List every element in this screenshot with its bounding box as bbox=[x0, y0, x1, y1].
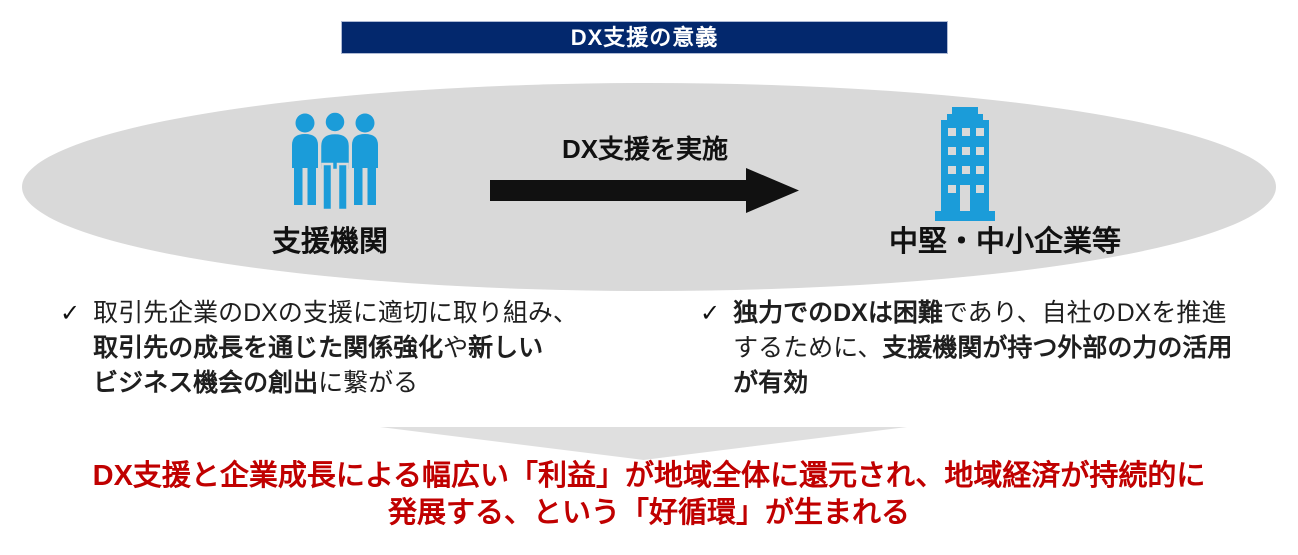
bullet-line: するために、支援機関が持つ外部の力の活用 bbox=[733, 331, 1232, 366]
conclusion-text: DX支援と企業成長による幅広い「利益」が地域全体に還元され、地域経済が持続的に … bbox=[0, 458, 1298, 532]
bullet-line: ビジネス機会の創出に繋がる bbox=[93, 366, 578, 401]
text-segment: するために、 bbox=[733, 334, 883, 362]
bullet-text: 独力でのDXは困難であり、自社のDXを推進 するために、支援機関が持つ外部の力の… bbox=[733, 296, 1232, 401]
left-bullet: ✓ 取引先企業のDXの支援に適切に取り組み、 取引先の成長を通じた関係強化や新し… bbox=[60, 296, 578, 401]
text-segment: 取引先の成長を通じた関係強化 bbox=[93, 334, 444, 362]
right-bullet: ✓ 独力でのDXは困難であり、自社のDXを推進 するために、支援機関が持つ外部の… bbox=[700, 296, 1232, 401]
bullet-line: が有効 bbox=[733, 366, 1232, 401]
text-segment: 独力でのDXは困難 bbox=[733, 299, 943, 327]
text-segment: 新しい bbox=[468, 334, 544, 362]
left-actor-label: 支援機関 bbox=[271, 226, 388, 258]
text-segment: 取引先企業のDXの支援に適切に取り組み、 bbox=[93, 299, 578, 327]
building-icon bbox=[928, 107, 1002, 226]
check-icon: ✓ bbox=[700, 300, 721, 327]
bullet-line: 取引先の成長を通じた関係強化や新しい bbox=[93, 331, 578, 366]
text-segment: ビジネス機会の創出 bbox=[93, 369, 319, 397]
banner-title: DX支援の意義 bbox=[341, 21, 948, 54]
flow-arrow-label: DX支援を実施 bbox=[561, 134, 729, 164]
check-icon: ✓ bbox=[60, 300, 81, 327]
text-segment: 支援機関が持つ外部の力の活用 bbox=[882, 334, 1233, 362]
text-segment: であり、自社のDXを推進 bbox=[942, 299, 1227, 327]
text-segment: や bbox=[443, 334, 469, 362]
conclusion-line-1: DX支援と企業成長による幅広い「利益」が地域全体に還元され、地域経済が持続的に bbox=[92, 460, 1206, 492]
bullet-text: 取引先企業のDXの支援に適切に取り組み、 取引先の成長を通じた関係強化や新しい … bbox=[93, 296, 578, 401]
right-arrow-icon bbox=[490, 167, 800, 219]
bullet-line: 独力でのDXは困難であり、自社のDXを推進 bbox=[733, 296, 1232, 331]
text-segment: が有効 bbox=[733, 369, 809, 397]
right-actor-label: 中堅・中小企業等 bbox=[888, 226, 1121, 258]
text-segment: に繋がる bbox=[318, 369, 419, 397]
bullet-line: 取引先企業のDXの支援に適切に取り組み、 bbox=[93, 296, 578, 331]
down-triangle-icon bbox=[380, 427, 907, 465]
conclusion-line-2: 発展する、という「好循環」が生まれる bbox=[387, 497, 910, 529]
people-icon bbox=[284, 110, 386, 217]
